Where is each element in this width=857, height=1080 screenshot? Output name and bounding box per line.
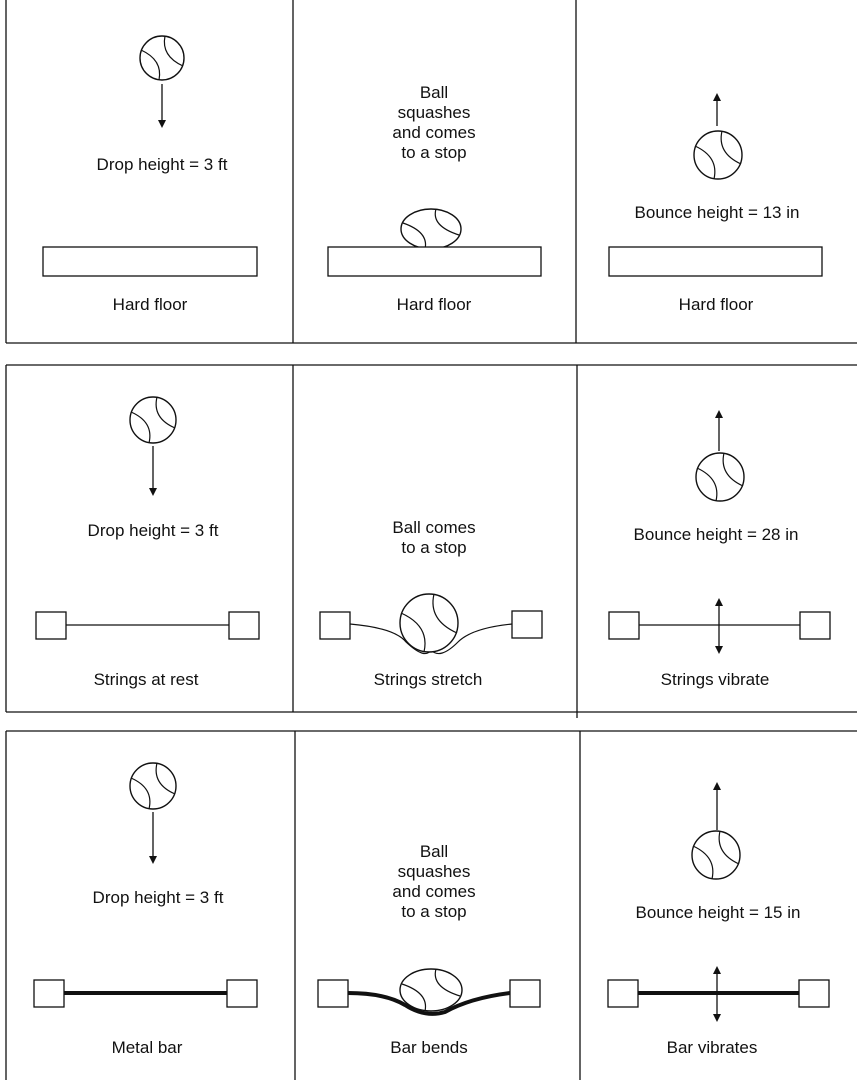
hard-floor-slab	[327, 246, 542, 277]
squashed-ball-icon	[400, 208, 462, 250]
bar-anchor-left	[317, 979, 349, 1008]
panel-caption: Hard floor	[113, 295, 188, 314]
panel-bounce: Bounce height = 15 in Bar vibrates	[607, 782, 830, 1057]
impact-line: Ball comes	[392, 518, 475, 537]
panel-drop: Drop height = 3 ft Hard floor	[42, 35, 258, 314]
row-2: Drop height = 3 ft Strings at rest Ball …	[5, 364, 857, 718]
string-anchor-right	[228, 611, 260, 640]
panel-impact: Ball squashes and comes to a stop Hard f…	[327, 83, 542, 314]
panel-drop: Drop height = 3 ft Metal bar	[33, 762, 258, 1057]
tennis-ball-icon	[693, 130, 743, 180]
tennis-ball-icon	[129, 396, 177, 444]
drop-height-label: Drop height = 3 ft	[88, 521, 219, 540]
panel-impact: Ball comes to a stop Strings stretch	[319, 518, 543, 689]
tennis-ball-icon	[691, 830, 741, 880]
bounce-height-label: Bounce height = 15 in	[636, 903, 801, 922]
hard-floor-slab	[42, 246, 258, 277]
bounce-height-label: Bounce height = 28 in	[634, 525, 799, 544]
panel-impact: Ball squashes and comes to a stop Bar be…	[317, 842, 541, 1057]
drop-height-label: Drop height = 3 ft	[93, 888, 224, 907]
panel-caption: Bar vibrates	[667, 1038, 758, 1057]
tennis-ball-icon	[695, 452, 745, 502]
panel-caption: Strings at rest	[94, 670, 199, 689]
tennis-ball-icon	[139, 35, 185, 81]
panel-caption: Hard floor	[679, 295, 754, 314]
tennis-ball-icon	[129, 762, 177, 810]
impact-line: squashes	[398, 103, 471, 122]
string-anchor-right	[799, 611, 831, 640]
impact-line: to a stop	[401, 143, 466, 162]
panel-caption: Hard floor	[397, 295, 472, 314]
panel-bounce: Bounce height = 28 in Strings vibrate	[608, 410, 831, 689]
bent-bar	[347, 991, 511, 1016]
drop-height-label: Drop height = 3 ft	[97, 155, 228, 174]
impact-line: and comes	[392, 882, 475, 901]
row-3: Drop height = 3 ft Metal bar Ball squash…	[5, 730, 857, 1080]
panel-caption: Metal bar	[112, 1038, 183, 1057]
impact-line: to a stop	[401, 902, 466, 921]
panel-bounce: Bounce height = 13 in Hard floor	[608, 93, 823, 314]
bar-anchor-right	[226, 979, 258, 1008]
impact-line: to a stop	[401, 538, 466, 557]
impact-line: squashes	[398, 862, 471, 881]
panel-drop: Drop height = 3 ft Strings at rest	[35, 396, 260, 689]
panel-caption: Bar bends	[390, 1038, 468, 1057]
squashed-ball-icon	[399, 968, 463, 1012]
panel-caption: Strings stretch	[374, 670, 483, 689]
bounce-height-label: Bounce height = 13 in	[635, 203, 800, 222]
string-anchor-right	[511, 610, 543, 639]
impact-line: and comes	[392, 123, 475, 142]
hard-floor-slab	[608, 246, 823, 277]
string-anchor-left	[608, 611, 640, 640]
impact-line: Ball	[420, 83, 448, 102]
string-anchor-left	[35, 611, 67, 640]
bar-anchor-right	[798, 979, 830, 1008]
panel-caption: Strings vibrate	[661, 670, 770, 689]
bar-anchor-right	[509, 979, 541, 1008]
row-1: Drop height = 3 ft Hard floor Ball squas…	[5, 0, 857, 344]
tennis-ball-icon	[399, 593, 459, 653]
bar-anchor-left	[33, 979, 65, 1008]
string-anchor-left	[319, 611, 351, 640]
bar-anchor-left	[607, 979, 639, 1008]
impact-line: Ball	[420, 842, 448, 861]
